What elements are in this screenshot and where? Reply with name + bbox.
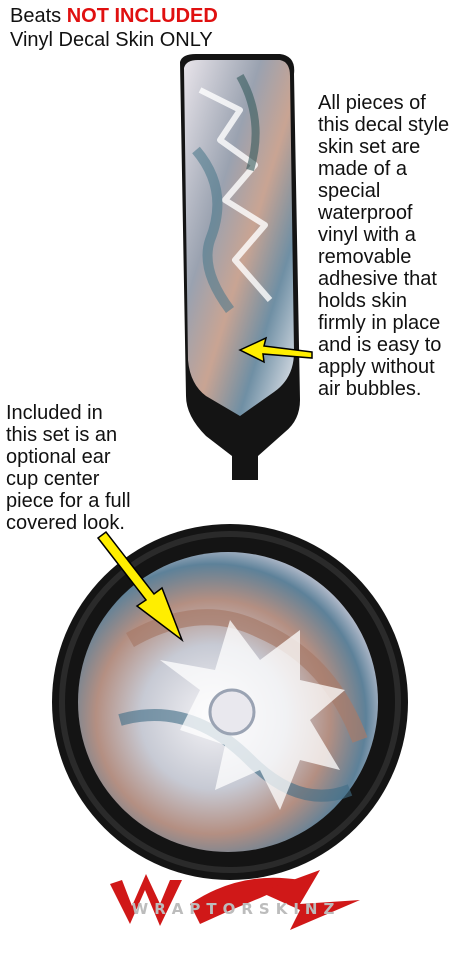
callout-waterproof-vinyl: All pieces of this decal style skin set … — [318, 92, 450, 400]
header-line-2: Vinyl Decal Skin ONLY — [10, 29, 213, 51]
product-name: Beats — [10, 5, 62, 27]
header-line-1: Beats NOT INCLUDED — [10, 4, 218, 28]
arrow-right — [238, 336, 313, 364]
headband-pattern — [198, 87, 273, 302]
arrow-left — [96, 530, 184, 643]
logo-wordmark: WRAPTORSKINZ — [131, 900, 341, 918]
not-included-label: NOT INCLUDED — [66, 5, 218, 27]
header: Beats NOT INCLUDED Vinyl Decal Skin ONLY — [10, 4, 218, 52]
headband-skin — [184, 60, 294, 416]
wraptorskinz-logo — [110, 870, 360, 930]
callout-ear-cup-piece: Included in this set is an optional ear … — [6, 402, 131, 534]
